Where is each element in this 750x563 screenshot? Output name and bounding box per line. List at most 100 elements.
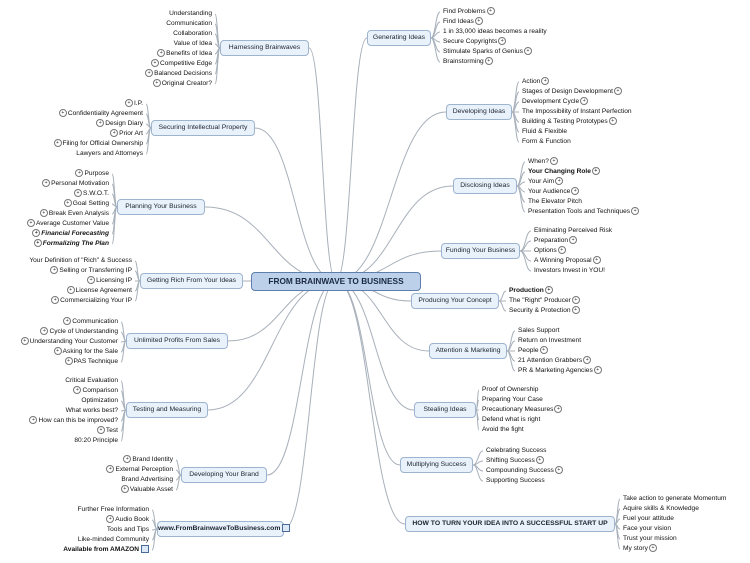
expand-plus-icon[interactable] bbox=[58, 109, 67, 118]
leaf-item[interactable]: Brainstorming bbox=[443, 57, 653, 67]
leaf-item[interactable]: Stimulate Sparks of Genius bbox=[443, 47, 653, 57]
leaf-item[interactable]: Like-minded Community bbox=[0, 535, 149, 545]
expand-plus-icon[interactable] bbox=[123, 455, 132, 464]
leaf-item[interactable]: Production bbox=[509, 286, 719, 296]
expand-plus-icon[interactable] bbox=[555, 177, 564, 186]
leaf-item[interactable]: Your Audience bbox=[528, 187, 738, 197]
leaf-item[interactable]: Average Customer Value bbox=[0, 219, 109, 229]
expand-plus-icon[interactable] bbox=[591, 167, 600, 176]
leaf-item[interactable]: Cycle of Understanding bbox=[0, 327, 118, 337]
leaf-item[interactable]: Brand Advertising bbox=[0, 475, 173, 485]
leaf-item[interactable]: People bbox=[518, 346, 728, 356]
expand-plus-icon[interactable] bbox=[26, 219, 35, 228]
leaf-item[interactable]: Break Even Analysis bbox=[0, 209, 109, 219]
expand-plus-icon[interactable] bbox=[549, 157, 558, 166]
expand-plus-icon[interactable] bbox=[152, 79, 161, 88]
leaf-item[interactable]: The Impossibility of Instant Perfection bbox=[522, 107, 732, 117]
leaf-item[interactable]: How can this be improved? bbox=[0, 416, 118, 426]
expand-plus-icon[interactable] bbox=[40, 327, 49, 336]
leaf-item[interactable]: Take action to generate Momentum bbox=[623, 494, 750, 504]
branch-disclosing[interactable]: Disclosing Ideas bbox=[453, 178, 517, 194]
leaf-item[interactable]: Action bbox=[522, 77, 732, 87]
leaf-item[interactable]: Balanced Decisions bbox=[2, 69, 212, 79]
leaf-item[interactable]: Compounding Success bbox=[486, 466, 696, 476]
leaf-item[interactable]: What works best? bbox=[0, 406, 118, 416]
expand-plus-icon[interactable] bbox=[63, 317, 72, 326]
leaf-item[interactable]: Sales Support bbox=[518, 326, 728, 336]
expand-plus-icon[interactable] bbox=[73, 189, 82, 198]
leaf-item[interactable]: 21 Attention Grabbers bbox=[518, 356, 728, 366]
leaf-item[interactable]: Brand Identity bbox=[0, 455, 173, 465]
expand-plus-icon[interactable] bbox=[544, 286, 553, 295]
expand-plus-icon[interactable] bbox=[63, 199, 72, 208]
expand-plus-icon[interactable] bbox=[20, 337, 29, 346]
expand-plus-icon[interactable] bbox=[29, 416, 38, 425]
expand-plus-icon[interactable] bbox=[571, 306, 580, 315]
expand-plus-icon[interactable] bbox=[484, 57, 493, 66]
leaf-item[interactable]: Precautionary Measures bbox=[482, 405, 692, 415]
branch-profits[interactable]: Unlimited Profits From Sales bbox=[126, 333, 228, 349]
leaf-item[interactable]: Security & Protection bbox=[509, 306, 719, 316]
expand-plus-icon[interactable] bbox=[42, 179, 51, 188]
leaf-item[interactable]: Understanding Your Customer bbox=[0, 337, 118, 347]
leaf-item[interactable]: Test bbox=[0, 426, 118, 436]
leaf-item[interactable]: Value of Idea bbox=[2, 39, 212, 49]
leaf-item[interactable]: Your Aim bbox=[528, 177, 738, 187]
expand-plus-icon[interactable] bbox=[145, 69, 154, 78]
leaf-item[interactable]: Investors Invest in YOU! bbox=[534, 266, 744, 276]
expand-plus-icon[interactable] bbox=[523, 47, 532, 56]
expand-plus-icon[interactable] bbox=[124, 99, 133, 108]
leaf-item[interactable]: Competitive Edge bbox=[2, 59, 212, 69]
leaf-item[interactable]: Benefits of Idea bbox=[2, 49, 212, 59]
branch-stealing[interactable]: Stealing Ideas bbox=[414, 402, 476, 418]
leaf-item[interactable]: Aquire skills & Knowledge bbox=[623, 504, 750, 514]
expand-plus-icon[interactable] bbox=[474, 17, 483, 26]
leaf-item[interactable]: Options bbox=[534, 246, 744, 256]
leaf-item[interactable]: Celebrating Success bbox=[486, 446, 696, 456]
branch-testing[interactable]: Testing and Measuring bbox=[126, 402, 208, 418]
branch-marketing[interactable]: Attention & Marketing bbox=[429, 343, 507, 359]
leaf-item[interactable]: Original Creator? bbox=[2, 79, 212, 89]
leaf-item[interactable]: Return on Investment bbox=[518, 336, 728, 346]
expand-plus-icon[interactable] bbox=[157, 49, 166, 58]
expand-plus-icon[interactable] bbox=[571, 187, 580, 196]
expand-plus-icon[interactable] bbox=[32, 229, 41, 238]
leaf-item[interactable]: Fluid & Flexible bbox=[522, 127, 732, 137]
leaf-item[interactable]: Communication bbox=[0, 317, 118, 327]
expand-plus-icon[interactable] bbox=[631, 207, 640, 216]
leaf-item[interactable]: Understanding bbox=[2, 9, 212, 19]
leaf-item[interactable]: I.P. bbox=[0, 99, 143, 109]
central-topic[interactable]: FROM BRAINWAVE TO BUSINESS bbox=[251, 272, 421, 291]
branch-planning[interactable]: Planning Your Business bbox=[117, 199, 205, 215]
branch-brand[interactable]: Developing Your Brand bbox=[181, 467, 267, 483]
expand-plus-icon[interactable] bbox=[53, 139, 62, 148]
leaf-item[interactable]: Licensing IP bbox=[0, 276, 132, 286]
expand-plus-icon[interactable] bbox=[571, 296, 580, 305]
expand-plus-icon[interactable] bbox=[33, 239, 42, 248]
leaf-item[interactable]: A Winning Proposal bbox=[534, 256, 744, 266]
leaf-item[interactable]: Filing for Official Ownership bbox=[0, 139, 143, 149]
leaf-item[interactable]: Building & Testing Prototypes bbox=[522, 117, 732, 127]
expand-plus-icon[interactable] bbox=[120, 485, 129, 494]
leaf-item[interactable]: Asking for the Sale bbox=[0, 347, 118, 357]
expand-plus-icon[interactable] bbox=[53, 347, 62, 356]
leaf-item[interactable]: Tools and Tips bbox=[0, 525, 149, 535]
leaf-item[interactable]: Prior Art bbox=[0, 129, 143, 139]
leaf-item[interactable]: External Perception bbox=[0, 465, 173, 475]
leaf-item[interactable]: Confidentiality Agreement bbox=[0, 109, 143, 119]
leaf-item[interactable]: Goal Setting bbox=[0, 199, 109, 209]
leaf-item[interactable]: Communication bbox=[2, 19, 212, 29]
leaf-item[interactable]: S.W.O.T. bbox=[0, 189, 109, 199]
leaf-item[interactable]: Fuel your attitude bbox=[623, 514, 750, 524]
leaf-item[interactable]: Stages of Design Development bbox=[522, 87, 732, 97]
leaf-item[interactable]: Further Free Information bbox=[0, 505, 149, 515]
expand-plus-icon[interactable] bbox=[592, 256, 601, 265]
leaf-item[interactable]: Purpose bbox=[0, 169, 109, 179]
branch-harnessing[interactable]: Harnessing Brainwaves bbox=[220, 40, 309, 56]
leaf-item[interactable]: PAS Technique bbox=[0, 357, 118, 367]
leaf-item[interactable]: Eliminating Perceived Risk bbox=[534, 226, 744, 236]
leaf-item[interactable]: 80:20 Principle bbox=[0, 436, 118, 446]
expand-plus-icon[interactable] bbox=[583, 356, 592, 365]
leaf-item[interactable]: The "Right" Producer bbox=[509, 296, 719, 306]
leaf-item[interactable]: Find Problems bbox=[443, 7, 653, 17]
